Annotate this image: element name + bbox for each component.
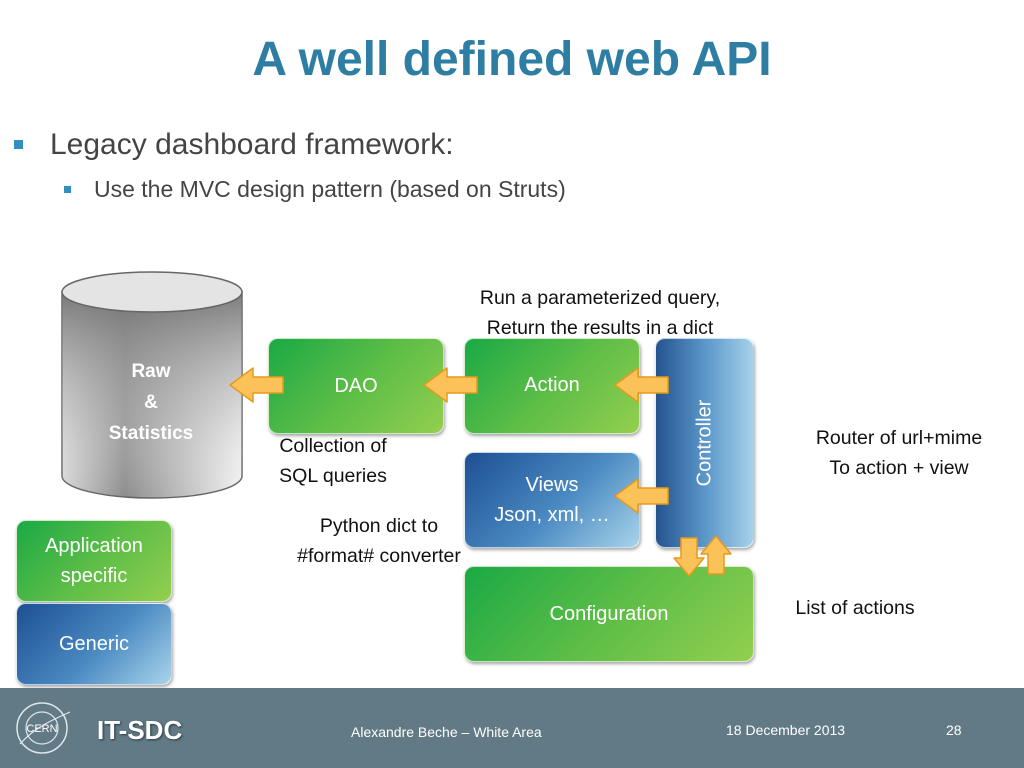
note-list-actions: List of actions (795, 597, 915, 619)
action-to-dao-arrow-icon (423, 367, 478, 403)
note-python-dict: Python dict to #format# converter (297, 515, 461, 567)
it-sdc-logo: IT-SDC (97, 715, 183, 745)
database-cylinder-icon (61, 271, 243, 499)
controller-box: Controller (655, 338, 754, 548)
config-to-controller-arrow-icon (700, 535, 732, 575)
note-collection: Collection of SQL queries (279, 435, 387, 487)
views-label: Views (525, 474, 579, 496)
controller-to-config-arrow-icon (673, 537, 705, 577)
cern-logo-text: CERN (26, 723, 57, 735)
configuration-box: Configuration (464, 566, 754, 662)
sub-bullet-square-icon (64, 186, 71, 193)
footer-date: 18 December 2013 (726, 722, 846, 738)
views-formats: Json, xml, … (494, 504, 610, 526)
bullet-level1: Legacy dashboard framework: (50, 128, 454, 161)
action-box: Action (464, 338, 640, 434)
application-specific-box: Application specific (16, 520, 172, 602)
dao-to-db-arrow-icon (229, 367, 284, 403)
note-run-query: Run a parameterized query, Return the re… (479, 287, 721, 339)
generic-label: Generic (58, 632, 130, 655)
bullet-square-icon (14, 140, 23, 149)
action-label: Action (524, 373, 580, 396)
controller-to-action-arrow-icon (614, 367, 669, 403)
slide-title: A well defined web API (252, 33, 772, 86)
views-box: Views Json, xml, … (464, 452, 640, 548)
controller-to-views-arrow-icon (614, 478, 669, 514)
cern-logo-icon: CERN (16, 702, 71, 754)
database-label: Raw & Statistics (108, 361, 194, 444)
note-router: Router of url+mime To action + view (815, 427, 983, 479)
footer-page-number: 28 (946, 722, 962, 738)
bullet-level2: Use the MVC design pattern (based on Str… (94, 176, 566, 202)
generic-box: Generic (16, 603, 172, 685)
footer-bar: CERN IT-SDC Alexandre Beche – White Area… (0, 688, 1024, 768)
footer-author: Alexandre Beche – White Area (351, 724, 542, 740)
configuration-label: Configuration (549, 602, 669, 625)
dao-label: DAO (334, 375, 378, 397)
